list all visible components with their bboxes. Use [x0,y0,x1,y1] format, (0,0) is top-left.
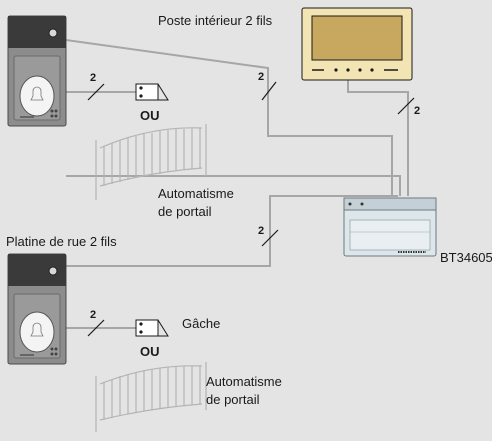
gate-label-line1: Automatisme [206,374,282,389]
gate-label-line2: de portail [158,204,212,219]
gate-label-line1: Automatisme [158,186,234,201]
wires [65,39,409,329]
wire-panel2-to-power [66,195,398,267]
street-panel-1 [7,15,67,127]
tick-mark [261,81,277,101]
gate-icon [95,124,207,200]
indoor-monitor [301,7,413,81]
street-panel-label: Platine de rue 2 fils [6,234,117,249]
bell-icon [30,86,44,101]
call-button [19,75,55,117]
tick-mark [87,83,105,101]
wire-panel1-to-monitor [65,39,393,196]
camera-lens-icon [48,28,58,38]
wire-panel1-to-power [66,175,401,196]
tick-mark [87,319,105,337]
power-supply [343,197,437,257]
door-strike-1 [135,83,169,101]
bell-icon [30,322,44,337]
gate-label-line2: de portail [206,392,260,407]
monitor-screen [311,15,403,61]
or-label: OU [140,344,160,359]
wire-monitor-to-psu [347,80,409,196]
wire-count-label: 2 [90,72,96,84]
wire-markers: 2 2 2 2 2 [87,71,420,337]
street-panel-2 [7,253,67,365]
or-label: OU [140,108,160,123]
call-button [19,311,55,353]
gate-icon [95,362,207,432]
tick-mark [261,229,279,247]
strike-label: Gâche [182,316,220,331]
power-supply-label: BT346050 [440,250,492,265]
door-strike-2 [135,319,169,337]
wire-count-label: 2 [258,71,264,83]
indoor-station-label: Poste intérieur 2 fils [158,13,273,28]
wire-count-label: 2 [414,105,420,117]
wire-count-label: 2 [90,309,96,321]
camera-lens-icon [48,266,58,276]
wire-count-label: 2 [258,225,264,237]
tick-mark [397,97,415,115]
